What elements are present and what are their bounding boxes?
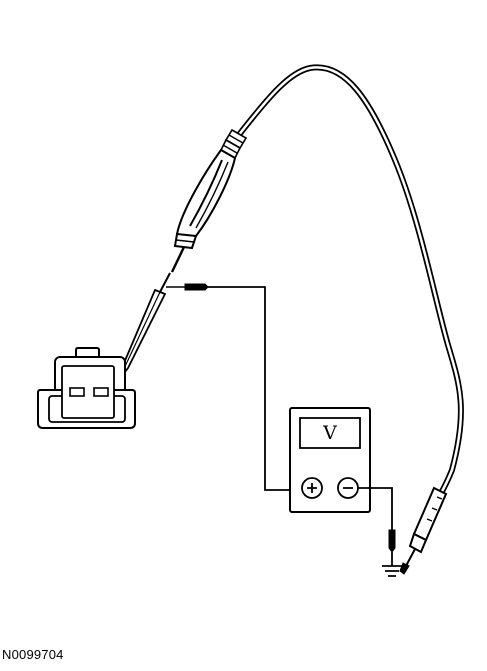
negative-lead — [358, 487, 396, 566]
voltmeter-symbol: V — [323, 422, 337, 444]
connector-icon — [37, 347, 136, 429]
positive-lead — [166, 283, 300, 491]
cable-plug — [399, 486, 448, 575]
test-probe-icon — [170, 148, 237, 273]
probe-cable — [235, 64, 464, 497]
figure-id: N0099704 — [2, 647, 64, 662]
ground-icon — [382, 565, 402, 577]
voltmeter-icon — [289, 407, 371, 513]
